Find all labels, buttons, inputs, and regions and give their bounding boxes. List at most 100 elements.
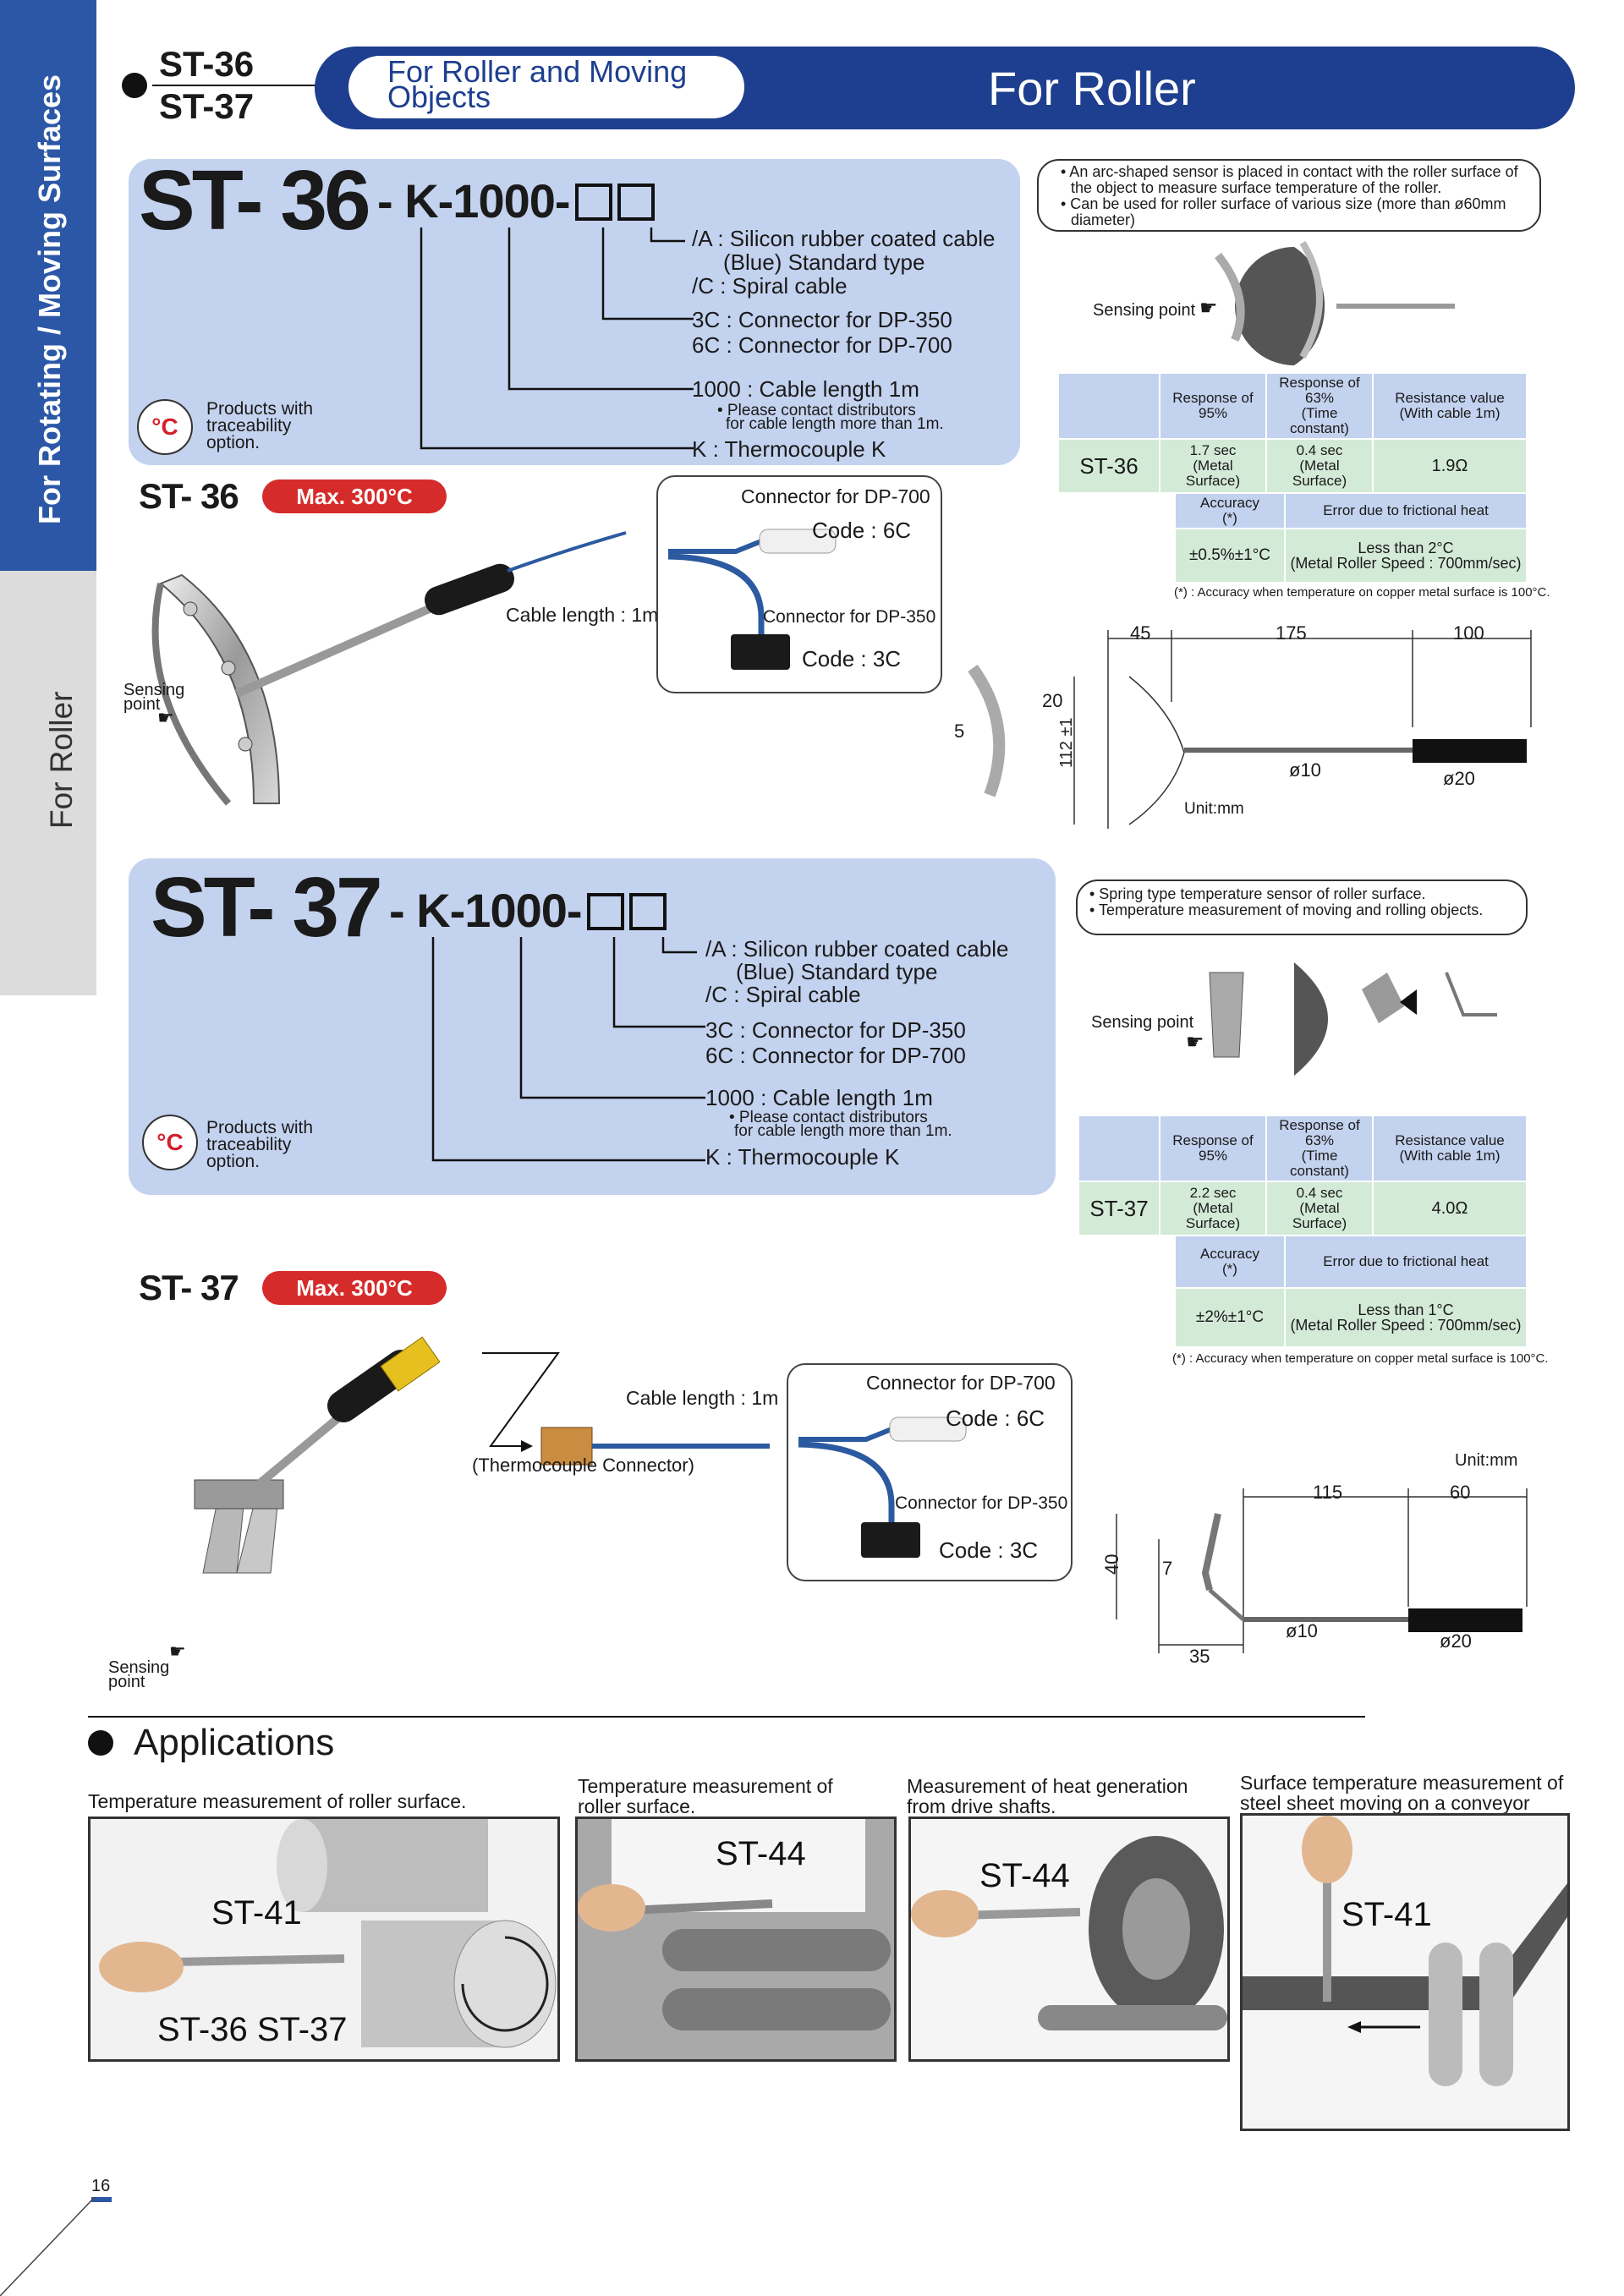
dim-phi10: ø10 bbox=[1286, 1620, 1318, 1641]
st37-conn350-label: Connector for DP-350 bbox=[895, 1493, 1068, 1513]
option-box-icon bbox=[617, 184, 655, 221]
note-line: diameter) bbox=[1071, 211, 1136, 228]
st37-traceability-text: Products with traceability option. bbox=[206, 1119, 313, 1171]
app-label-st36-st37: ST-36 ST-37 bbox=[157, 2011, 348, 2048]
st36-cable-note1: • Please contact distributors bbox=[717, 402, 916, 419]
st37-code-text: - K-1000- bbox=[389, 884, 583, 937]
dim-115: 115 bbox=[1313, 1482, 1343, 1503]
st37-opt-c: /C : Spiral cable bbox=[705, 982, 861, 1007]
trace-line: option. bbox=[206, 433, 261, 452]
st36-response-table: Response of 95% Response of 63%(Time con… bbox=[1057, 372, 1528, 494]
cell-line: (Metal Roller Speed : 700mm/sec) bbox=[1290, 1317, 1522, 1334]
page-title: For Roller bbox=[988, 62, 1196, 115]
st37-cable-length: Cable length : 1m bbox=[626, 1387, 779, 1409]
header-pill-line2: Objects bbox=[387, 79, 491, 114]
st36-code3c: Code : 3C bbox=[802, 646, 902, 671]
app-image-roller bbox=[88, 1817, 560, 2062]
trace-line: option. bbox=[206, 1152, 261, 1171]
note-line: • Spring type temperature sensor of roll… bbox=[1089, 885, 1426, 902]
cell-line: 0.4 sec bbox=[1296, 1185, 1343, 1201]
app-label-st44: ST-44 bbox=[716, 1835, 806, 1872]
caption-line: steel sheet moving on a conveyor bbox=[1240, 1792, 1530, 1814]
dim-35: 35 bbox=[1189, 1646, 1210, 1667]
caption-line: Measurement of heat generation bbox=[907, 1775, 1188, 1797]
st37-model-title: ST- 37 bbox=[151, 860, 383, 955]
app-image-roller-surface bbox=[575, 1817, 897, 2062]
st36-label: ST- 36 bbox=[139, 476, 239, 516]
row-model: ST-36 bbox=[1057, 438, 1160, 494]
cell-resistance: 1.9Ω bbox=[1372, 438, 1528, 494]
st37-spec-panel bbox=[129, 858, 1056, 1195]
st36-opt-blue: (Blue) Standard type bbox=[723, 249, 925, 275]
st36-max-temp-badge: Max. 300°C bbox=[262, 479, 447, 513]
st36-conn350-label: Connector for DP-350 bbox=[763, 607, 936, 627]
header-model-st36: ST-36 bbox=[159, 44, 255, 84]
st37-sensing-point-label: Sensing point bbox=[108, 1658, 170, 1691]
st37-conn-3c: 3C : Connector for DP-350 bbox=[705, 1017, 966, 1043]
cell-line: (Metal Surface) bbox=[1292, 1200, 1347, 1231]
cell-line: 2.2 sec bbox=[1189, 1185, 1237, 1201]
cell-line: Resistance value bbox=[1395, 390, 1505, 406]
cell-line: Accuracy bbox=[1200, 495, 1259, 511]
cell-line: (*) bbox=[1222, 510, 1237, 526]
cell-resp95: 1.7 sec(Metal Surface) bbox=[1159, 438, 1267, 494]
caption-line: roller surface. bbox=[578, 1795, 696, 1817]
app-image-drive-shaft bbox=[908, 1817, 1230, 2062]
st37-code3c: Code : 3C bbox=[939, 1537, 1039, 1563]
dim-45: 45 bbox=[1130, 622, 1151, 644]
st36-description-box: • An arc-shaped sensor is placed in cont… bbox=[1037, 159, 1541, 232]
cell-line: (Metal Roller Speed : 700mm/sec) bbox=[1290, 555, 1522, 572]
st37-description-box: • Spring type temperature sensor of roll… bbox=[1076, 879, 1528, 935]
cell-error: Less than 2°C(Metal Roller Speed : 700mm… bbox=[1284, 528, 1528, 584]
header-resp63: Response of 63%(Time constant) bbox=[1265, 1115, 1374, 1182]
cell-line: (Time constant) bbox=[1290, 405, 1349, 436]
caption-line: Surface temperature measurement of bbox=[1240, 1772, 1564, 1794]
dim-20: 20 bbox=[1042, 690, 1063, 711]
option-box-icon bbox=[574, 184, 612, 221]
st36-cable-length: Cable length : 1m bbox=[506, 604, 659, 626]
dim-40: 40 bbox=[1101, 1553, 1122, 1575]
dim-60: 60 bbox=[1450, 1482, 1471, 1503]
st37-conn-6c: 6C : Connector for DP-700 bbox=[705, 1043, 966, 1068]
note-line: • Can be used for roller surface of vari… bbox=[1061, 195, 1506, 212]
header-resp63: Response of 63%(Time constant) bbox=[1265, 372, 1374, 440]
header-resp95: Response of 95% bbox=[1159, 372, 1267, 440]
dim-phi20: ø20 bbox=[1440, 1630, 1472, 1652]
st37-probe-image bbox=[194, 1336, 770, 1574]
st37-cable: 1000 : Cable length 1m bbox=[705, 1085, 933, 1110]
sidebar-subtitle: For Roller bbox=[44, 691, 79, 829]
cell-line: Less than 2°C bbox=[1358, 540, 1454, 556]
st36-code-text: - K-1000- bbox=[377, 174, 571, 227]
app-label-st41: ST-41 bbox=[1341, 1896, 1432, 1933]
app-caption: Measurement of heat generation from driv… bbox=[907, 1776, 1188, 1817]
st36-code6c: Code : 6C bbox=[812, 518, 912, 543]
st36-footnote: (*) : Accuracy when temperature on coppe… bbox=[1174, 585, 1550, 600]
st36-connector-image bbox=[667, 529, 837, 670]
label-line: point bbox=[123, 695, 161, 714]
app-caption: Temperature measurement of roller surfac… bbox=[578, 1776, 833, 1817]
header-resistance: Resistance value(With cable 1m) bbox=[1372, 1115, 1528, 1182]
st36-cable-note2: for cable length more than 1m. bbox=[726, 415, 944, 433]
page-corner-line bbox=[0, 2197, 96, 2296]
st37-code6c: Code : 6C bbox=[946, 1406, 1045, 1431]
dim-100: 100 bbox=[1453, 622, 1484, 644]
trace-line: traceability bbox=[206, 1135, 292, 1154]
cell-line: (Metal Surface) bbox=[1185, 458, 1241, 489]
label-line: Sensing bbox=[108, 1658, 170, 1677]
st37-accuracy-table: Accuracy(*) Error due to frictional heat… bbox=[1174, 1235, 1528, 1348]
st36-dimension-drawing bbox=[968, 630, 1532, 829]
label-line: Sensing bbox=[123, 681, 185, 699]
caption-line: from drive shafts. bbox=[907, 1795, 1056, 1817]
st36-conn-6c: 6C : Connector for DP-700 bbox=[692, 332, 952, 358]
st36-conn700-label: Connector for DP-700 bbox=[741, 485, 930, 507]
sidebar-secondary bbox=[0, 571, 96, 995]
cell-resp63: 0.4 sec(Metal Surface) bbox=[1265, 438, 1374, 494]
label-line: point bbox=[108, 1673, 145, 1691]
cell-line: Response of 63% bbox=[1279, 1117, 1360, 1148]
traceability-icon: °C bbox=[142, 1115, 198, 1170]
pointing-hand-icon: ☛ bbox=[1199, 297, 1218, 320]
dim-5: 5 bbox=[954, 721, 965, 742]
st37-opt-a: /A : Silicon rubber coated cable bbox=[705, 936, 1009, 962]
st37-footnote: (*) : Accuracy when temperature on coppe… bbox=[1172, 1351, 1549, 1366]
sidebar-title: For Rotating / Moving Surfaces bbox=[32, 74, 67, 524]
